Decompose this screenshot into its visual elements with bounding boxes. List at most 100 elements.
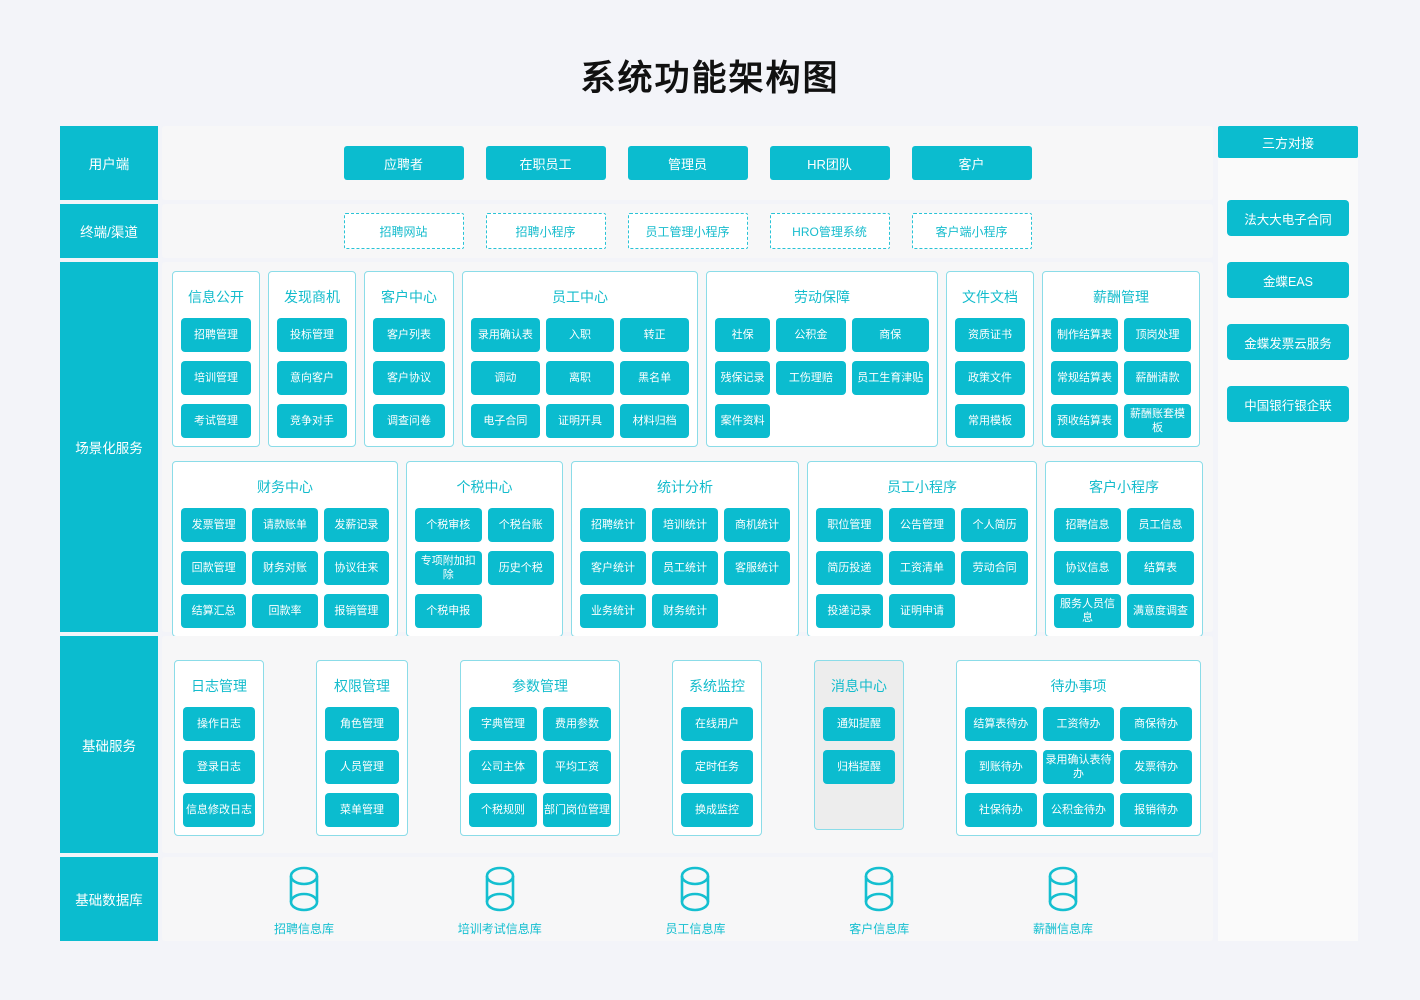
feature-box: 投递记录 — [816, 594, 883, 628]
feature-box: 部门岗位管理 — [543, 793, 611, 827]
third-party-box: 金蝶EAS — [1227, 262, 1349, 298]
database-cylinder-icon — [289, 866, 319, 911]
feature-box: 人员管理 — [325, 750, 399, 784]
feature-box: 制作结算表 — [1051, 318, 1118, 352]
group-parameter-management: 参数管理 字典管理费用参数公司主体平均工资个税规则部门岗位管理 — [460, 660, 620, 836]
feature-box: 财务对账 — [252, 551, 318, 585]
base-services-row: 日志管理 操作日志登录日志信息修改日志 权限管理 角色管理人员管理菜单管理 参数… — [162, 636, 1213, 853]
group-labor-security: 劳动保障 社保公积金商保残保记录工伤理赔员工生育津贴案件资料 — [706, 271, 938, 447]
layer-label-column: 用户端 终端/渠道 场景化服务 基础服务 基础数据库 — [60, 126, 158, 941]
user-role-box: 管理员 — [627, 146, 748, 180]
feature-box: 专项附加扣除 — [415, 551, 482, 585]
feature-box: 到账待办 — [965, 750, 1037, 784]
feature-box: 回款管理 — [181, 551, 247, 585]
feature-box: 归档提醒 — [823, 750, 895, 784]
feature-box: 工资清单 — [888, 551, 956, 585]
channel-box: 员工管理小程序 — [627, 213, 748, 249]
group-title: 日志管理 — [191, 678, 247, 694]
feature-box: 在线用户 — [681, 707, 753, 741]
feature-box: 竞争对手 — [277, 404, 347, 438]
group-title: 劳动保障 — [794, 289, 850, 305]
feature-box: 角色管理 — [325, 707, 399, 741]
database-cylinder-icon — [1048, 866, 1078, 911]
feature-box: 商保 — [851, 318, 929, 352]
feature-box: 意向客户 — [277, 361, 347, 395]
database-cylinder-icon — [864, 866, 894, 911]
group-documents: 文件文档 资质证书政策文件常用模板 — [946, 271, 1034, 447]
feature-box: 预收结算表 — [1051, 404, 1118, 438]
feature-box: 商保待办 — [1120, 707, 1192, 741]
group-title: 员工小程序 — [887, 479, 957, 495]
group-title: 待办事项 — [1050, 678, 1107, 694]
feature-box: 社保待办 — [965, 793, 1037, 827]
feature-box: 费用参数 — [543, 707, 611, 741]
group-title: 系统监控 — [689, 678, 745, 694]
group-title: 客户小程序 — [1089, 479, 1159, 495]
feature-box: 职位管理 — [816, 508, 883, 542]
feature-box: 个税台账 — [487, 508, 554, 542]
layer-label-channels: 终端/渠道 — [60, 204, 158, 258]
group-title: 消息中心 — [831, 678, 887, 694]
third-party-box: 金蝶发票云服务 — [1227, 324, 1349, 360]
feature-box: 操作日志 — [183, 707, 255, 741]
feature-box: 协议往来 — [323, 551, 389, 585]
third-party-box: 中国银行银企联 — [1227, 386, 1349, 422]
feature-box: 离职 — [545, 361, 615, 395]
feature-box: 结算表 — [1127, 551, 1194, 585]
third-party-header: 三方对接 — [1218, 126, 1358, 158]
group-title: 文件文档 — [962, 289, 1018, 305]
feature-box: 常用模板 — [955, 404, 1025, 438]
database: 招聘信息库 — [274, 866, 334, 937]
layer-label-users: 用户端 — [60, 126, 158, 200]
feature-box: 报销待办 — [1120, 793, 1192, 827]
layer-label-base-databases: 基础数据库 — [60, 857, 158, 941]
feature-box: 转正 — [620, 318, 689, 352]
group-employee-center: 员工中心 录用确认表入职转正调动离职黑名单电子合同证明开具材料归档 — [462, 271, 698, 447]
database: 薪酬信息库 — [1033, 866, 1093, 937]
layer-label-scenario-services: 场景化服务 — [60, 262, 158, 632]
feature-box: 客户协议 — [373, 361, 445, 395]
database: 培训考试信息库 — [458, 866, 542, 937]
feature-box: 社保 — [715, 318, 771, 352]
scenario-services-row: 信息公开 招聘管理培训管理考试管理 发现商机 投标管理意向客户竞争对手 客户中心… — [162, 262, 1213, 637]
feature-box: 结算表待办 — [965, 707, 1037, 741]
group-log-management: 日志管理 操作日志登录日志信息修改日志 — [174, 660, 264, 836]
group-title: 信息公开 — [188, 289, 244, 305]
user-role-box: 客户 — [911, 146, 1032, 180]
feature-box: 业务统计 — [580, 594, 646, 628]
feature-box: 定时任务 — [681, 750, 753, 784]
feature-box: 招聘管理 — [181, 318, 251, 352]
feature-box: 客户列表 — [373, 318, 445, 352]
group-title: 个税中心 — [456, 479, 513, 495]
database-cylinder-icon — [485, 866, 515, 911]
feature-box: 商机统计 — [724, 508, 790, 542]
feature-box: 平均工资 — [543, 750, 611, 784]
channel-box: 招聘小程序 — [485, 213, 606, 249]
feature-box: 请款账单 — [252, 508, 318, 542]
feature-box: 发薪记录 — [323, 508, 389, 542]
group-title: 统计分析 — [657, 479, 713, 495]
database: 客户信息库 — [849, 866, 909, 937]
feature-box: 服务人员信息 — [1054, 594, 1121, 628]
group-title: 客户中心 — [381, 289, 437, 305]
feature-box: 个税规则 — [469, 793, 537, 827]
feature-box: 换成监控 — [681, 793, 753, 827]
databases-row: 招聘信息库 培训考试信息库员工信息库 客户信息库 薪酬信息库 — [162, 857, 1213, 941]
scenario-subrow-2: 财务中心 发票管理请款账单发薪记录回款管理财务对账协议往来结算汇总回款率报销管理… — [172, 461, 1203, 637]
scenario-subrow-1: 信息公开 招聘管理培训管理考试管理 发现商机 投标管理意向客户竞争对手 客户中心… — [172, 271, 1203, 447]
page-title: 系统功能架构图 — [580, 59, 840, 98]
database-label: 员工信息库 — [665, 921, 726, 936]
feature-box: 协议信息 — [1054, 551, 1121, 585]
layer-label-base-services: 基础服务 — [60, 636, 158, 853]
feature-box: 录用确认表待办 — [1042, 750, 1115, 784]
feature-box: 电子合同 — [471, 404, 540, 438]
feature-box: 信息修改日志 — [183, 793, 255, 827]
feature-box: 薪酬请款 — [1124, 361, 1191, 395]
feature-box: 培训管理 — [181, 361, 251, 395]
feature-box: 结算汇总 — [181, 594, 247, 628]
feature-box: 历史个税 — [487, 551, 554, 585]
feature-box: 材料归档 — [620, 404, 689, 438]
feature-box: 员工统计 — [652, 551, 718, 585]
